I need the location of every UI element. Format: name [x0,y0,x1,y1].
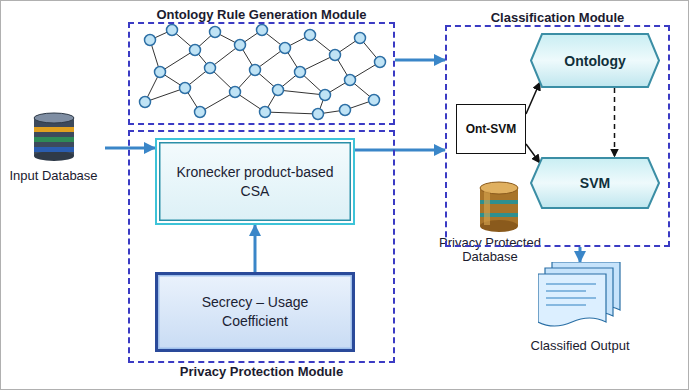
protected-database-icon [480,182,518,232]
document-stack-icon [538,262,622,332]
process-box: Kronecker product-based CSA [155,138,355,225]
connector-arrow [526,82,540,114]
database-icon [31,112,77,162]
hexagon-box: Ontology [530,33,660,88]
hexagon-box: SVM [530,157,660,209]
connector-arrow [579,247,582,262]
node-text: Secrecy – Usage Coefficient [172,293,338,331]
connector-arrow [254,225,257,272]
module-heading: Ontology Rule Generation Module [100,7,423,22]
connector-arrow [105,147,155,150]
process-box: Ont-SVM [456,104,526,154]
module-heading: Classification Module [417,10,689,25]
node-text: Input Database [9,168,97,183]
connector-arrow [526,144,540,163]
database-label: Privacy Protected Database [430,236,550,265]
module-box: Classification ModuleOntologyOnt-SVMSVM [445,25,670,247]
connector-arrow [614,88,616,157]
connector-arrow [355,149,445,152]
node-text: SVM [580,175,610,191]
output-node: Classified Output [520,262,640,362]
module-box: Ontology Rule Generation Module [128,22,395,125]
node-text: Classified Output [531,338,630,353]
node-text: Kronecker product-based CSA [171,163,339,201]
module-heading: Privacy Protection Module [100,364,423,379]
network-graph [145,30,380,114]
module-box: Privacy Protection ModuleKronecker produ… [128,130,395,363]
database-node: Input Database [2,112,105,192]
node-text: Ontology [564,53,625,69]
node-text: Ont-SVM [466,122,517,136]
process-box: Secrecy – Usage Coefficient [155,272,355,352]
network-nodes [140,25,386,120]
connector-arrow [395,59,445,62]
